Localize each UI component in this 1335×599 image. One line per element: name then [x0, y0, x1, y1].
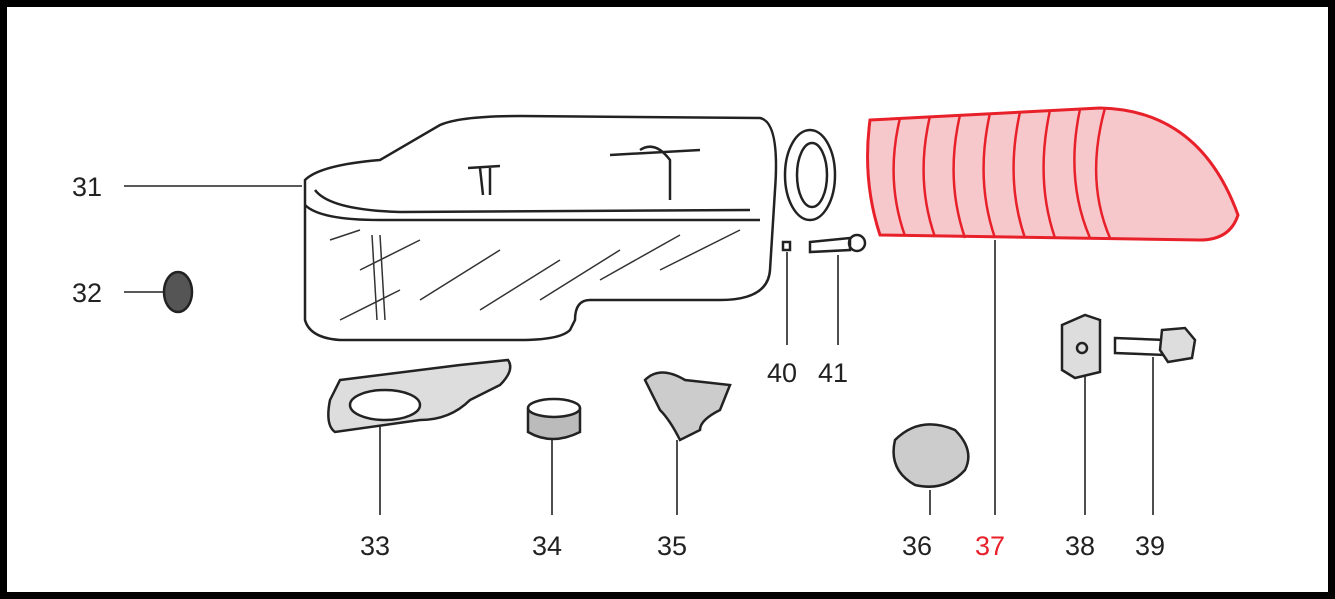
- part-35-clip[interactable]: [643, 371, 732, 442]
- label-34[interactable]: 34: [532, 531, 562, 561]
- part-32-nut[interactable]: [162, 270, 194, 314]
- part-34-spacer[interactable]: [526, 397, 582, 441]
- label-37-highlighted[interactable]: 37: [975, 531, 1005, 561]
- label-40[interactable]: 40: [767, 358, 797, 388]
- parts-diagram: 31 32 33 34 35 36 37 38 39 40 41: [7, 7, 1328, 592]
- part-37-bellows[interactable]: [866, 106, 1240, 242]
- leader-lines: [124, 185, 1154, 515]
- label-38[interactable]: 38: [1065, 531, 1095, 561]
- label-36[interactable]: 36: [902, 531, 932, 561]
- label-31[interactable]: 31: [72, 172, 102, 202]
- part-36-cap[interactable]: [892, 423, 970, 488]
- label-35[interactable]: 35: [657, 531, 687, 561]
- part-31-housing[interactable]: [303, 114, 837, 342]
- part-38-bracket[interactable]: [1060, 313, 1102, 380]
- exploded-view: 31 32 33 34 35 36 37 38 39 40 41: [72, 106, 1240, 561]
- part-41-pin[interactable]: [808, 233, 867, 254]
- part-40-washer[interactable]: [781, 240, 792, 252]
- label-32[interactable]: 32: [72, 278, 102, 308]
- part-39-bolt[interactable]: [1113, 326, 1197, 364]
- label-41[interactable]: 41: [818, 358, 848, 388]
- label-39[interactable]: 39: [1135, 531, 1165, 561]
- label-33[interactable]: 33: [360, 531, 390, 561]
- part-33-gasket[interactable]: [327, 358, 512, 434]
